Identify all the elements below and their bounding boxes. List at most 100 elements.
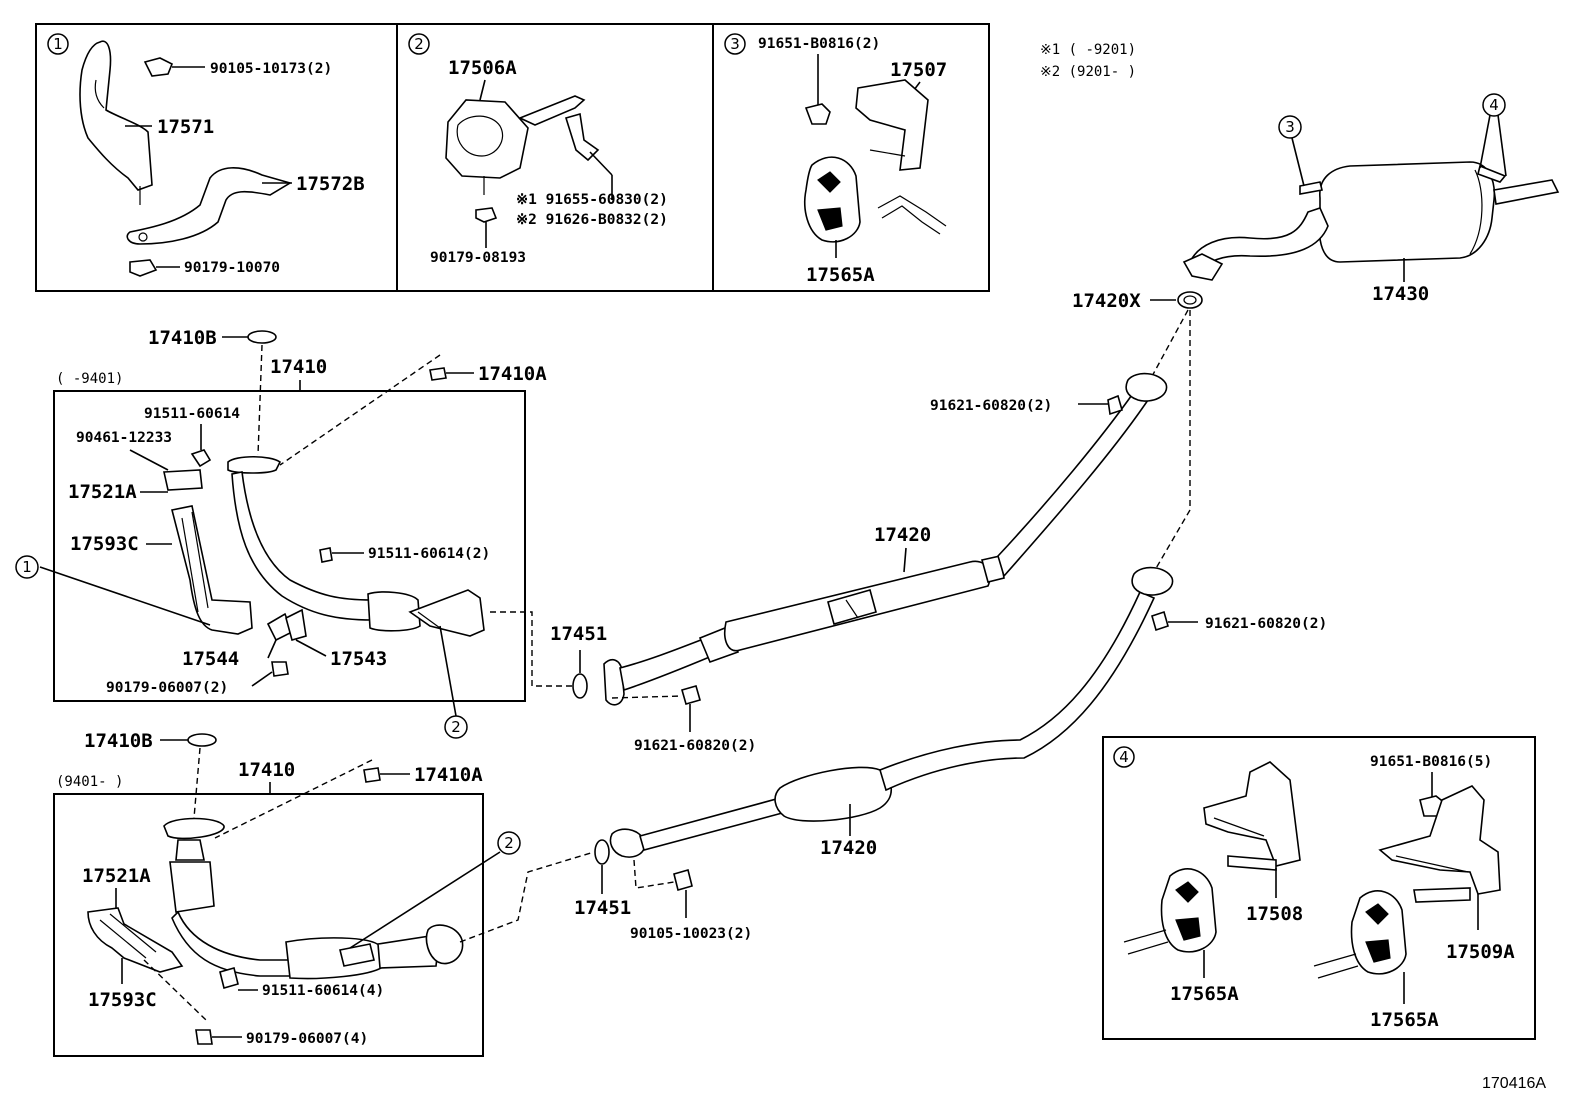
rubber-hanger-17565a xyxy=(804,156,861,243)
gasket-17451 xyxy=(594,839,610,865)
part-label: 17565A xyxy=(806,264,875,286)
part-label: 90179-06007(4) xyxy=(246,1031,368,1047)
bolt-icon xyxy=(1151,610,1169,632)
inset-number: 1 xyxy=(53,35,63,53)
inset-4: 4 91651-B0816(5) 17508 17509A 17565A 175… xyxy=(1102,736,1536,1040)
part-label: 17508 xyxy=(1246,903,1303,925)
bracket-17509a xyxy=(1378,785,1501,895)
part-label: 17571 xyxy=(157,116,214,138)
part-label: 91621-60820(2) xyxy=(634,738,756,754)
hanger-17506a xyxy=(445,99,529,179)
callout-number: 2 xyxy=(451,718,461,736)
part-label: 17410A xyxy=(414,764,483,786)
gasket-17410b xyxy=(247,330,277,344)
part-label: 90105-10173(2) xyxy=(210,61,332,77)
flange xyxy=(227,455,282,474)
part-label: 17509A xyxy=(1446,941,1515,963)
part-label: 90461-12233 xyxy=(76,430,172,446)
part-label: 90179-08193 xyxy=(430,250,526,266)
flange xyxy=(425,924,464,965)
bolt-icon xyxy=(804,103,831,125)
center-pipe-upper-17420: 17420 xyxy=(603,372,1168,706)
bracket-17507 xyxy=(855,79,929,171)
nut-icon xyxy=(429,367,447,381)
inset-frame xyxy=(35,23,990,292)
flange xyxy=(1131,566,1174,596)
nut-icon xyxy=(363,767,381,783)
part-label: 91621-60820(2) xyxy=(930,398,1052,414)
part-label: 91511-60614(4) xyxy=(262,983,384,999)
bolt-icon xyxy=(319,547,333,563)
nut-icon xyxy=(129,259,158,277)
bolt-icon xyxy=(564,112,600,162)
range-label: (9401- ) xyxy=(56,774,123,790)
bracket-17572b xyxy=(126,167,292,245)
inset-1: 1 90105-10173(2) 17571 17572B 90179-1007… xyxy=(47,33,365,277)
heat-shield-17593c xyxy=(87,907,184,973)
inset-2: 2 17506A ※1 91655-60830(2) ※2 91626-B083… xyxy=(408,33,668,266)
part-label: 17543 xyxy=(330,648,387,670)
part-label: 17410B xyxy=(148,327,217,349)
part-label: 91511-60614 xyxy=(144,406,240,422)
nut-icon xyxy=(271,661,289,677)
center-pipe-lower-17420: 17420 xyxy=(609,566,1174,859)
part-label: 17420X xyxy=(1072,290,1141,312)
legend-note: ※1 ( -9201) xyxy=(1040,42,1136,58)
part-label: 91511-60614(2) xyxy=(368,546,490,562)
bolt-icon xyxy=(143,57,174,77)
clamp-90461 xyxy=(163,469,203,491)
part-label: 90179-06007(2) xyxy=(106,680,228,696)
part-label: 17572B xyxy=(296,173,365,195)
lower-front-pipe-group: 17410B 17410 17410A (9401- ) 2 17521A 17… xyxy=(53,730,595,1057)
bolt-icon xyxy=(673,869,693,891)
part-label: 17565A xyxy=(1170,983,1239,1005)
flange xyxy=(1125,372,1168,402)
callout-number: 4 xyxy=(1489,96,1499,114)
bracket-17508 xyxy=(1203,761,1301,867)
diagram-id: 170416A xyxy=(1482,1075,1546,1092)
inset-number: 2 xyxy=(414,35,424,53)
inset-number: 3 xyxy=(730,35,740,53)
part-label: 17420 xyxy=(874,524,931,546)
gasket-17451 xyxy=(572,673,588,699)
part-label: 90105-10023(2) xyxy=(630,926,752,942)
bolt-icon xyxy=(219,967,239,989)
bolt-icon xyxy=(681,685,701,705)
upper-front-pipe-group: 17410B 17410 17410A ( -9401) 91511-60614… xyxy=(15,327,572,739)
lower-group-frame xyxy=(53,793,484,1057)
part-label: 17521A xyxy=(68,481,137,503)
part-label: 17593C xyxy=(70,533,139,555)
part-label: 91651-B0816(5) xyxy=(1370,754,1492,770)
part-label: 91621-60820(2) xyxy=(1205,616,1327,632)
bolt-icon xyxy=(1107,394,1123,416)
legend-note: ※2 (9201- ) xyxy=(1040,64,1136,80)
upper-group-frame xyxy=(53,390,526,702)
inset-4-frame xyxy=(1102,736,1536,1040)
rubber-hanger-17565a xyxy=(1350,890,1407,975)
flange xyxy=(609,828,646,858)
callout-number: 1 xyxy=(22,558,32,576)
heat-shield-17593c xyxy=(171,505,253,635)
catalytic-converter xyxy=(169,861,215,913)
part-label: 17593C xyxy=(88,989,157,1011)
part-label: ※1 91655-60830(2) xyxy=(516,192,668,208)
rubber-hanger-17565a xyxy=(1160,868,1217,953)
part-label: 17410A xyxy=(478,363,547,385)
part-label: 17451 xyxy=(550,623,607,645)
part-label: 17430 xyxy=(1372,283,1429,305)
part-label: 17410 xyxy=(238,759,295,781)
bolt-icon xyxy=(190,449,212,468)
part-label: 91651-B0816(2) xyxy=(758,36,880,52)
callout-number: 3 xyxy=(1285,118,1295,136)
part-label: 17420 xyxy=(820,837,877,859)
flange xyxy=(603,658,625,706)
gasket-17410b xyxy=(187,733,217,747)
bracket-17571 xyxy=(79,40,153,191)
bracket-17543 xyxy=(285,608,307,641)
front-pipe-17410 xyxy=(231,471,373,621)
part-label: 17544 xyxy=(182,648,239,670)
muffler-17430 xyxy=(1182,161,1560,281)
flange xyxy=(163,817,225,840)
part-label: 17410B xyxy=(84,730,153,752)
